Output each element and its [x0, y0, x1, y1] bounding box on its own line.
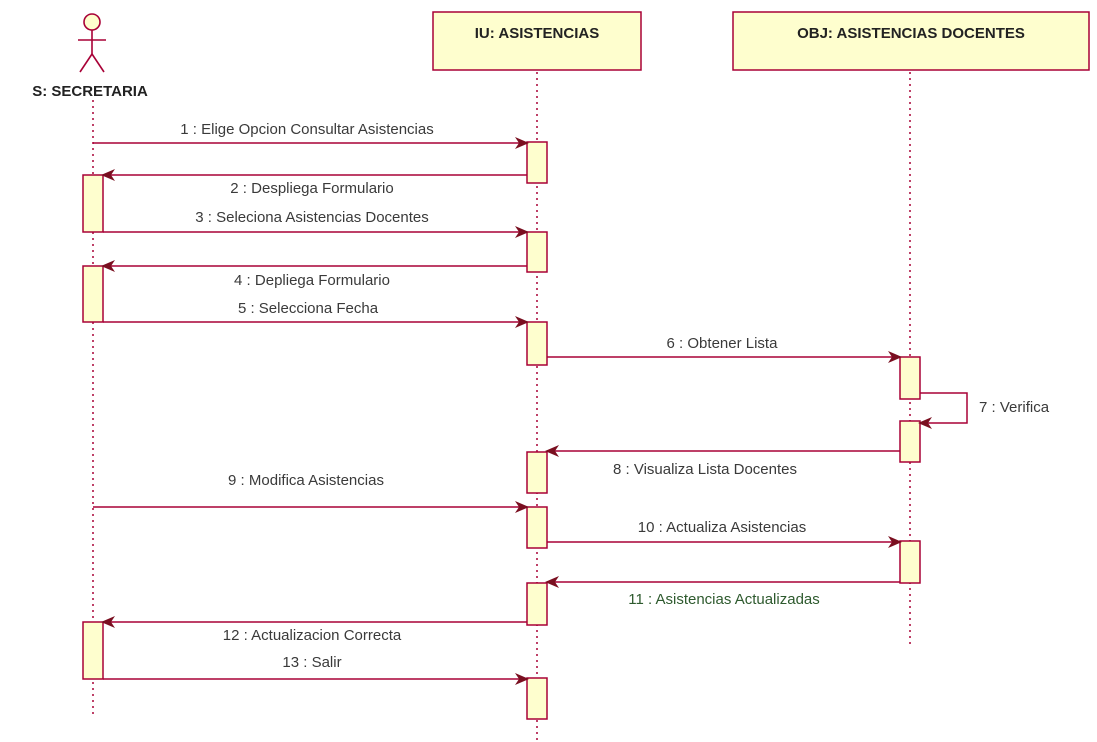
message-label-7: 7 : Verifica — [979, 399, 1050, 416]
activation-ui-6 — [526, 582, 548, 626]
actor-label: S: SECRETARIA — [32, 83, 148, 100]
message-arrow-7 — [918, 392, 968, 429]
activation-ui-2 — [526, 231, 548, 273]
activation-actor-3 — [82, 621, 104, 680]
message-label-12: 12 : Actualizacion Correcta — [223, 627, 402, 644]
message-label-5: 5 : Selecciona Fecha — [238, 300, 379, 317]
activation-ui-3 — [526, 321, 548, 366]
activation-obj-3 — [899, 540, 921, 584]
activation-obj-2 — [899, 420, 921, 463]
message-label-6: 6 : Obtener Lista — [667, 335, 779, 352]
message-label-8: 8 : Visualiza Lista Docentes — [613, 461, 797, 478]
participant-box-obj: OBJ: ASISTENCIAS DOCENTES — [732, 11, 1090, 71]
participant-box-ui: IU: ASISTENCIAS — [432, 11, 642, 71]
message-label-10: 10 : Actualiza Asistencias — [638, 519, 806, 536]
message-label-11: 11 : Asistencias Actualizadas — [628, 591, 820, 608]
activation-obj-1 — [899, 356, 921, 400]
activation-actor-2 — [82, 265, 104, 323]
actor-icon — [78, 13, 106, 73]
message-label-2: 2 : Despliega Formulario — [230, 180, 393, 197]
activation-ui-4 — [526, 451, 548, 494]
activation-ui-5 — [526, 506, 548, 549]
message-label-3: 3 : Seleciona Asistencias Docentes — [195, 209, 428, 226]
participant-label-ui: IU: ASISTENCIAS — [475, 25, 599, 42]
activation-actor-1 — [82, 174, 104, 233]
participant-label-obj: OBJ: ASISTENCIAS DOCENTES — [797, 25, 1025, 42]
message-label-1: 1 : Elige Opcion Consultar Asistencias — [180, 121, 433, 138]
message-label-13: 13 : Salir — [282, 654, 341, 671]
activation-ui-1 — [526, 141, 548, 184]
message-label-9: 9 : Modifica Asistencias — [228, 472, 384, 489]
activation-ui-7 — [526, 677, 548, 720]
message-label-4: 4 : Depliega Formulario — [234, 272, 390, 289]
